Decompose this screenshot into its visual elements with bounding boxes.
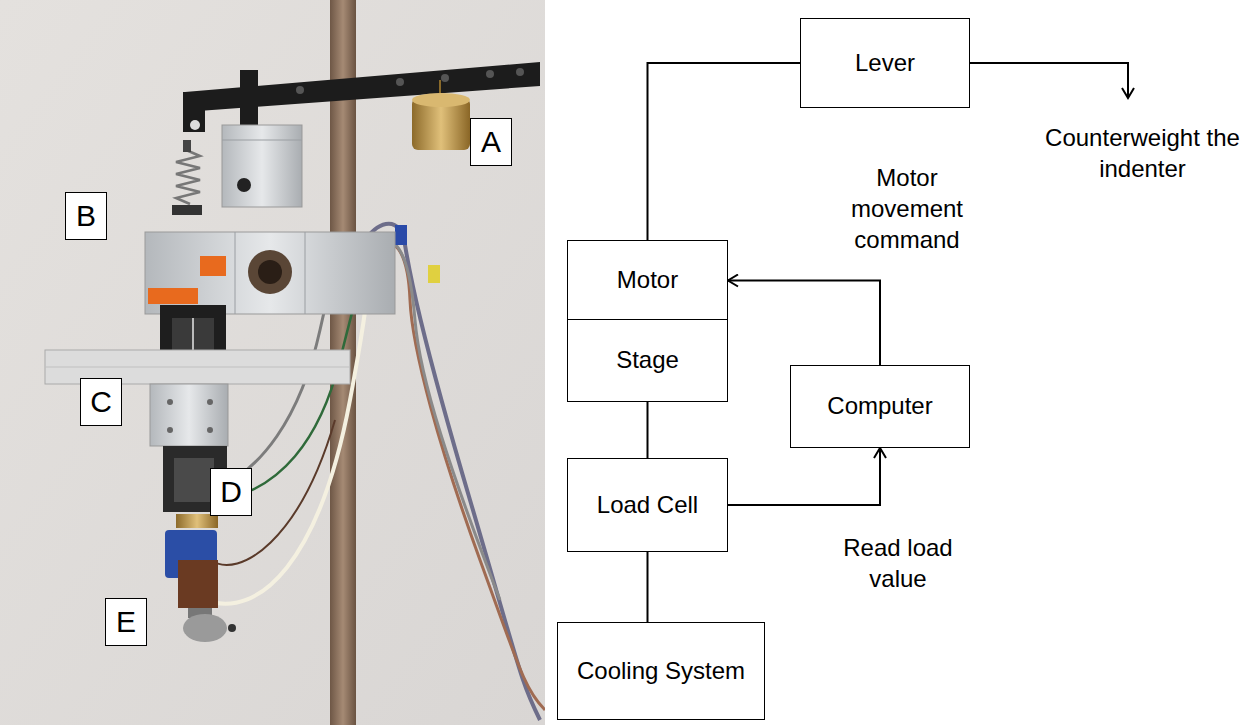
connector-line — [647, 402, 649, 458]
box-label: Computer — [827, 392, 932, 421]
callout-letter-text: A — [481, 124, 501, 160]
counterweight-arrow — [970, 63, 1128, 98]
callout-letter-text: C — [90, 384, 112, 420]
process-box: Computer — [790, 365, 970, 448]
edge-label: Read load value — [828, 532, 968, 594]
process-box: Stage — [567, 319, 728, 402]
apparatus-photo — [0, 0, 545, 725]
box-label: Stage — [616, 346, 679, 375]
box-label: Lever — [855, 49, 915, 78]
note-label: Counterweight the indenter — [1035, 122, 1250, 184]
callout-letter: E — [105, 598, 147, 646]
callout-letter: C — [80, 378, 122, 426]
connector-line — [648, 63, 801, 240]
process-box: Lever — [800, 18, 970, 108]
callout-letter: B — [65, 192, 107, 240]
connector-line — [647, 552, 649, 622]
edge-label: Motor movement command — [842, 162, 972, 256]
box-label: Cooling System — [577, 657, 745, 686]
connector-arrow — [728, 281, 880, 366]
callout-letter-text: D — [220, 474, 242, 510]
callout-letter-text: B — [76, 198, 96, 234]
callout-letter: A — [470, 118, 512, 166]
callout-letter-text: E — [116, 604, 136, 640]
process-box: Load Cell — [567, 458, 728, 552]
callout-letter: D — [210, 468, 252, 516]
box-label: Load Cell — [597, 491, 698, 520]
process-box: Motor — [567, 240, 728, 321]
connector-arrow — [728, 448, 880, 505]
box-label: Motor — [617, 266, 678, 295]
process-box: Cooling System — [557, 622, 765, 720]
